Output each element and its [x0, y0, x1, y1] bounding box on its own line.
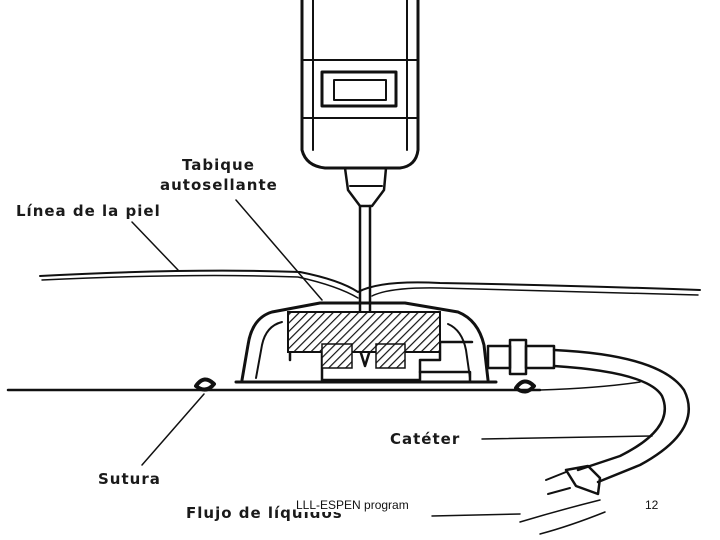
label-sutura: Sutura	[98, 470, 161, 488]
slide-number: 12	[645, 498, 659, 512]
label-tabique-line1: Tabique	[182, 156, 255, 174]
footer-program: LLL-ESPEN program	[296, 498, 409, 512]
suture-knots	[194, 377, 536, 394]
base-line	[6, 381, 641, 392]
catheter-connector	[486, 338, 556, 376]
label-cateter: Catéter	[390, 430, 460, 448]
catheter	[519, 348, 690, 535]
skin-line	[39, 269, 701, 299]
label-tabique-line2: autosellante	[160, 176, 278, 194]
leader-lines	[131, 199, 653, 517]
label-linea-piel: Línea de la piel	[16, 202, 161, 220]
port-chamber	[234, 301, 498, 384]
